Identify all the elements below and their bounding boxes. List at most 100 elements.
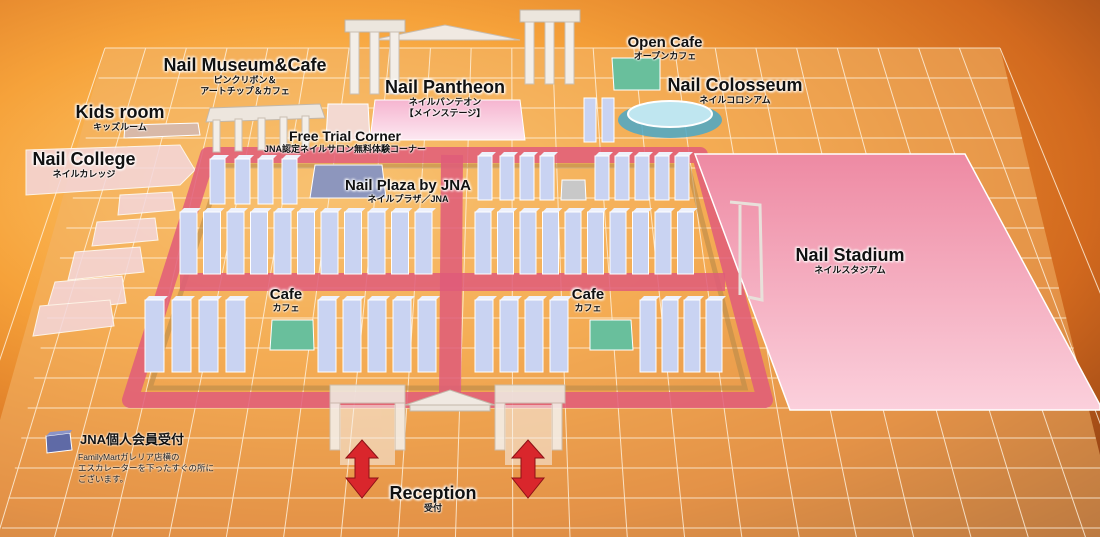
booth <box>281 155 301 205</box>
nail-museum-cafe-jp1: ピンクリボン＆ <box>213 75 277 85</box>
reception-jp: 受付 <box>423 503 442 513</box>
booth <box>497 208 518 275</box>
booth <box>539 152 558 201</box>
booth <box>542 208 563 275</box>
open-cafe-jp: オープンカフェ <box>633 51 697 61</box>
booth <box>144 296 168 373</box>
nail-colosseum-label[interactable]: Nail Colosseum ネイルコロシアム <box>650 76 820 106</box>
booth <box>654 152 673 201</box>
member-desk-title: JNA個人会員受付 <box>80 432 185 447</box>
nail-pantheon-label[interactable]: Nail Pantheon ネイルパンテオン 【メインステージ】 <box>370 78 520 119</box>
booth <box>344 208 366 275</box>
member-desk-note: FamilyMartガレリア店横の エスカレーターを下ったすぐの所に ございます… <box>78 452 214 485</box>
booth <box>198 296 222 373</box>
nail-pantheon-structure <box>344 9 581 141</box>
booth <box>367 208 389 275</box>
booth <box>225 296 249 373</box>
booth <box>519 152 538 201</box>
cafe-blocks <box>269 57 661 351</box>
booth <box>705 296 726 373</box>
kids-room-jp: キッズルーム <box>93 122 147 132</box>
open-cafe-label[interactable]: Open Cafe オープンカフェ <box>605 34 725 62</box>
cafe-left-label[interactable]: Cafe カフェ <box>256 286 316 314</box>
booth <box>391 208 413 275</box>
kids-room <box>123 122 201 139</box>
nail-colosseum-jp: ネイルコロシアム <box>699 95 771 105</box>
reception-arrow-right-icon <box>510 439 546 499</box>
kids-room-label[interactable]: Kids room キッズルーム <box>62 103 178 133</box>
member-desk-icon <box>45 430 73 454</box>
nail-college-jp: ネイルカレッジ <box>52 169 116 179</box>
booth <box>632 208 653 275</box>
booth <box>257 155 277 205</box>
reception-arrow-left-icon <box>344 439 380 499</box>
booth <box>273 208 295 275</box>
nail-pantheon-jp1: ネイルパンテオン <box>408 97 482 107</box>
booth <box>499 296 522 373</box>
kids-room-en: Kids room <box>75 102 165 122</box>
nail-pantheon-en: Nail Pantheon <box>384 77 505 97</box>
nail-plaza-block <box>309 164 587 201</box>
annex-rooms <box>25 144 196 337</box>
booth <box>519 208 540 275</box>
cafe-left-en: Cafe <box>269 286 303 303</box>
member-desk-note-line: FamilyMartガレリア店横の <box>78 452 180 462</box>
open-cafe-en: Open Cafe <box>627 34 703 51</box>
nail-stadium-jp: ネイルスタジアム <box>814 265 886 275</box>
booth <box>564 208 585 275</box>
nail-museum-cafe-jp2: アートチップ＆カフェ <box>200 86 290 96</box>
free-trial-corner-label[interactable]: Free Trial Corner JNA認定ネイルサロン無料体験コーナー <box>250 128 440 155</box>
booth <box>614 152 633 201</box>
booth <box>654 208 675 275</box>
nail-museum-cafe-label[interactable]: Nail Museum&Cafe ピンクリボン＆ アートチップ＆カフェ <box>150 56 340 97</box>
member-desk-note-line: エスカレーターを下ったすぐの所に <box>78 463 215 473</box>
nail-plaza-label[interactable]: Nail Plaza by JNA ネイルプラザ／JNA <box>328 177 488 205</box>
booth <box>392 296 415 373</box>
nail-college-en: Nail College <box>32 149 136 169</box>
nail-stadium-floor <box>693 153 1100 411</box>
rear-booths <box>583 97 615 143</box>
nail-colosseum-ring <box>618 100 722 138</box>
booth <box>342 296 365 373</box>
reception-label[interactable]: Reception 受付 <box>378 484 488 514</box>
nail-stadium-en: Nail Stadium <box>795 245 905 265</box>
booth <box>297 208 319 275</box>
booth <box>171 296 195 373</box>
booth <box>250 208 272 275</box>
booth <box>587 208 608 275</box>
booth <box>209 155 229 205</box>
booth <box>417 296 440 373</box>
booth <box>414 208 436 275</box>
booth <box>234 155 254 205</box>
nail-colosseum-en: Nail Colosseum <box>667 75 803 95</box>
booth <box>609 208 630 275</box>
booth <box>474 296 497 373</box>
nail-stadium-label[interactable]: Nail Stadium ネイルスタジアム <box>770 246 930 276</box>
nail-pantheon-jp2: 【メインステージ】 <box>404 108 486 118</box>
booth <box>499 152 518 201</box>
booth-grid <box>144 152 726 373</box>
booth <box>203 208 225 275</box>
nail-college-label[interactable]: Nail College ネイルカレッジ <box>20 150 148 180</box>
nail-museum-structure <box>205 103 371 153</box>
booth <box>661 296 682 373</box>
booth <box>683 296 704 373</box>
booth <box>367 296 390 373</box>
booth <box>477 152 496 201</box>
cafe-right-label[interactable]: Cafe カフェ <box>558 286 618 314</box>
nail-museum-cafe-en: Nail Museum&Cafe <box>163 55 327 75</box>
free-trial-corner-jp: JNA認定ネイルサロン無料体験コーナー <box>263 144 426 154</box>
reception-en: Reception <box>389 483 477 503</box>
free-trial-corner-en: Free Trial Corner <box>288 128 402 144</box>
nail-plaza-jp: ネイルプラザ／JNA <box>367 194 449 204</box>
booth <box>317 296 340 373</box>
booth <box>594 152 613 201</box>
booth <box>179 208 201 275</box>
booth <box>639 296 660 373</box>
booth <box>677 208 698 275</box>
booth <box>674 152 693 201</box>
booth <box>524 296 547 373</box>
cafe-right-en: Cafe <box>571 286 605 303</box>
nail-plaza-en: Nail Plaza by JNA <box>345 177 471 194</box>
